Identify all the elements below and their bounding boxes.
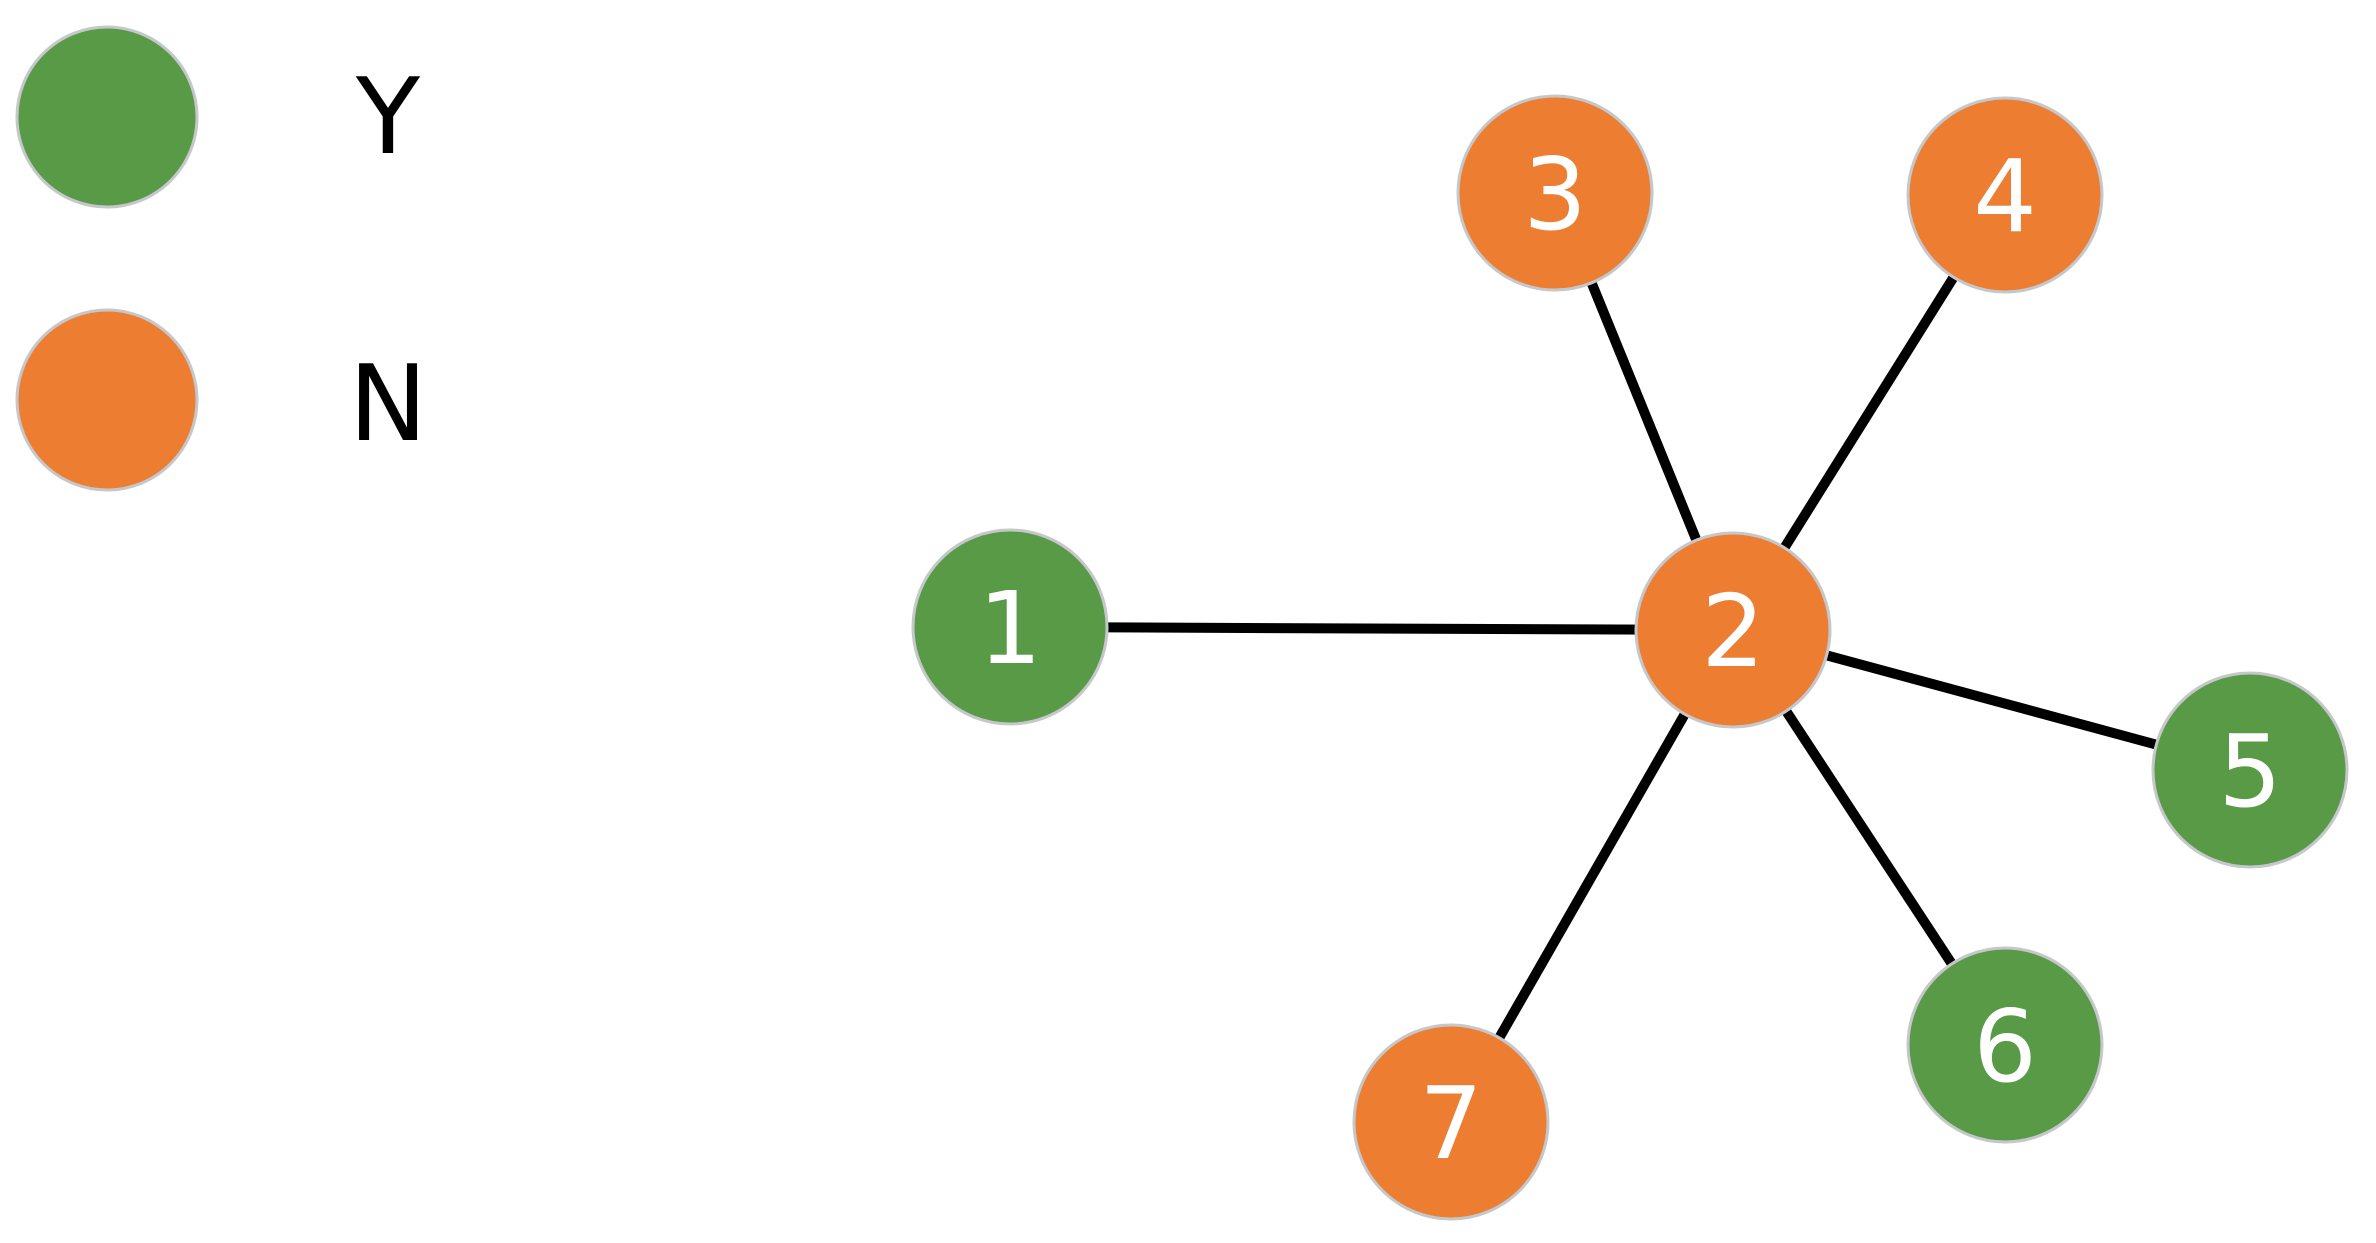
node-5 (2151, 671, 2349, 869)
node-1 (911, 528, 1109, 726)
legend-label-y: Y (355, 56, 421, 178)
nodes-layer: 1 2 3 4 5 6 7 (911, 94, 2349, 1221)
node-label-3: 3 (1523, 136, 1587, 253)
node-label-1: 1 (978, 570, 1042, 687)
node-label-2: 2 (1701, 573, 1765, 690)
node-label-6: 6 (1973, 988, 2037, 1105)
node-3 (1456, 94, 1654, 292)
legend-swatch-n (15, 308, 199, 492)
legend-label-n: N (349, 343, 428, 465)
legend: Y N (15, 25, 428, 492)
node-2 (1634, 531, 1832, 729)
legend-swatch-y (15, 25, 199, 209)
node-7 (1352, 1023, 1550, 1221)
node-4 (1906, 96, 2104, 294)
edge-1-2 (1005, 622, 1738, 635)
node-label-7: 7 (1419, 1065, 1483, 1182)
node-label-5: 5 (2218, 713, 2282, 830)
node-label-4: 4 (1973, 138, 2037, 255)
node-6 (1906, 946, 2104, 1144)
